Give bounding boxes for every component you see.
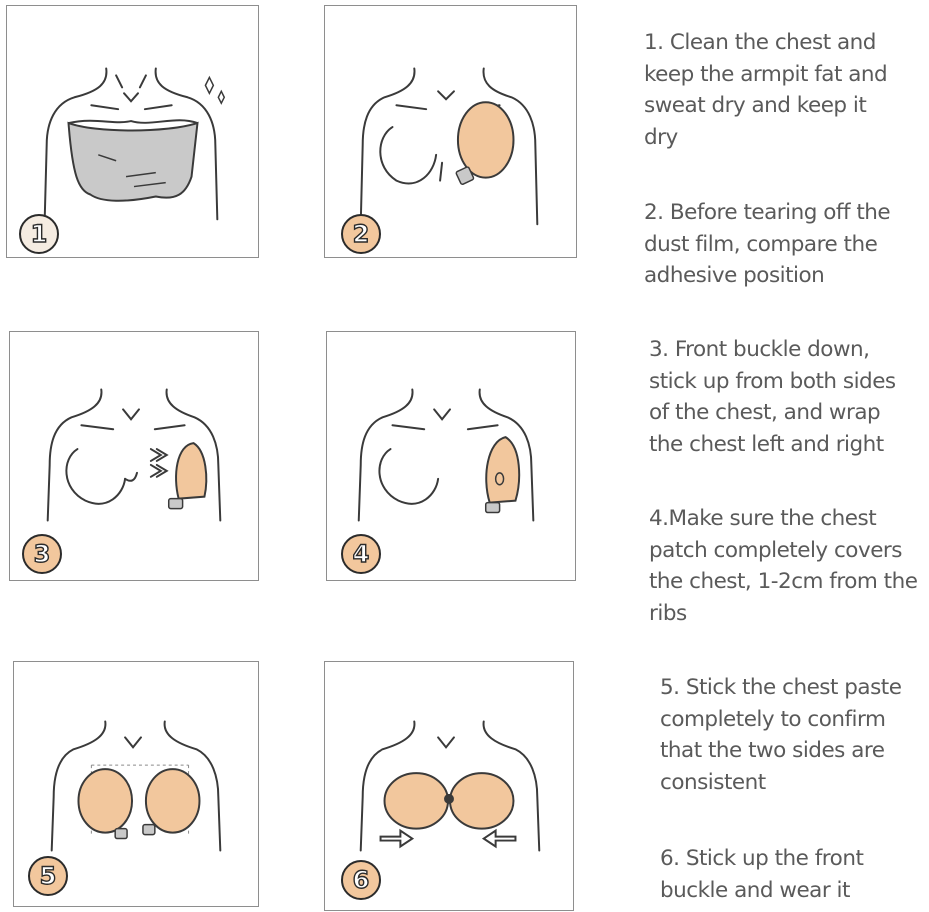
step-4-badge: 4 [341,534,381,574]
step-4-line: patch completely covers [649,537,902,563]
step-4-instructions: 4.Make sure the chest patch completely c… [649,503,918,629]
step-1-line: dry [644,124,678,150]
coverage-check-body-icon [357,388,535,522]
buckled-bra-body-icon [359,720,541,852]
step-3-badge: 3 [22,534,62,574]
step-6-badge: 6 [341,860,381,900]
step-5-line: consistent [660,769,766,795]
step-3-instructions: 3. Front buckle down, stick up from both… [649,334,896,460]
step-1-badge: 1 [19,214,59,254]
step-2-line: 2. Before tearing off the [644,200,891,225]
step-4-line: 4.Make sure the chest [649,506,877,531]
step-2-line: dust film, compare the [644,231,878,257]
step-5-line: completely to confirm [660,706,886,732]
step-6-illustration: 6 [324,661,574,911]
step-5-line: 5. Stick the chest paste [660,675,902,700]
tube-top-body-icon [43,67,226,221]
step-1-line: 1. Clean the chest and [644,30,876,55]
step-3-line: 3. Front buckle down, [649,337,870,362]
step-2-line: adhesive position [644,263,825,288]
step-1-illustration: 1 [6,5,259,258]
step-6-instructions: 6. Stick up the front buckle and wear it [660,843,864,906]
step-1-line: keep the armpit fat and [644,61,888,87]
step-3-illustration: 3 [9,331,259,581]
step-6-line: buckle and wear it [660,877,850,903]
step-6-line: 6. Stick up the front [660,846,864,871]
step-4-line: the chest, 1-2cm from the [649,569,918,594]
step-4-illustration: 4 [326,331,576,581]
step-5-illustration: 5 [13,661,259,907]
step-3-line: stick up from both sides [649,368,896,394]
step-2-instructions: 2. Before tearing off the dust film, com… [644,197,891,292]
step-3-line: the chest left and right [649,431,884,457]
step-1-instructions: 1. Clean the chest and keep the armpit f… [644,27,888,153]
patch-position-body-icon [359,67,539,226]
step-5-badge: 5 [28,856,68,896]
step-4-line: ribs [649,600,687,626]
step-5-instructions: 5. Stick the chest paste completely to c… [660,672,902,798]
wrap-patch-body-icon [46,388,222,522]
step-2-illustration: 2 [324,5,577,258]
symmetry-check-body-icon [50,720,222,852]
step-3-line: of the chest, and wrap [649,400,881,425]
step-5-line: that the two sides are [660,738,885,763]
step-1-line: sweat dry and keep it [644,93,867,118]
step-2-badge: 2 [341,214,381,254]
